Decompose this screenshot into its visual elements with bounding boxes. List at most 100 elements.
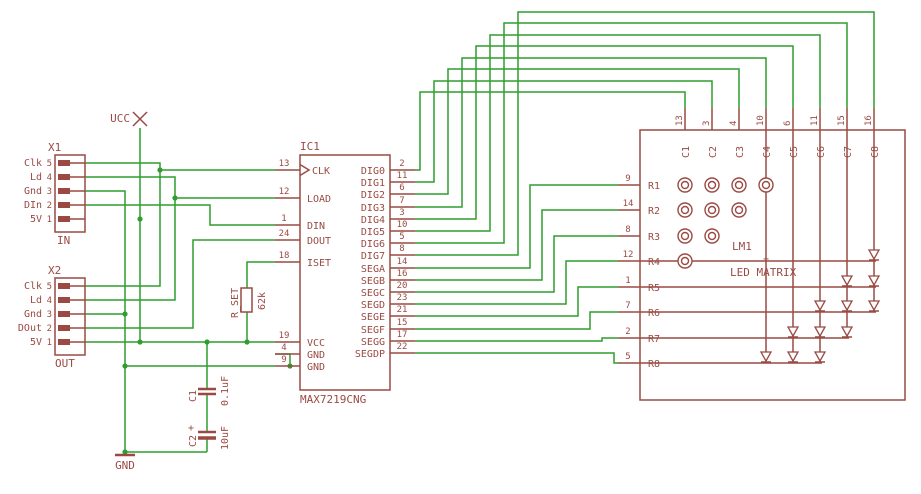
lm1-row-number: 7 (625, 301, 630, 311)
ic1-pin-number: 18 (279, 251, 290, 261)
junction-dot (122, 311, 128, 317)
lm1-col-number: 13 (675, 115, 685, 126)
ic1-left-pin-stubs (275, 169, 300, 367)
ic1-pin-number: 16 (397, 269, 408, 279)
net-sege (415, 286, 618, 317)
net-segdp (415, 352, 618, 364)
lm1-col-number: 16 (864, 115, 874, 126)
net-dout (85, 239, 275, 329)
ic1-pin-name: DOUT (307, 236, 331, 247)
led-diode-triangles (759, 249, 881, 363)
ic1-pin-number: 2 (399, 159, 404, 169)
ic1-outline (299, 154, 391, 391)
x1-pin-number: 4 (47, 173, 52, 183)
x1-pin-number: 3 (47, 187, 52, 197)
ic1-pin-name: ISET (307, 258, 331, 269)
pin-pad (58, 311, 70, 317)
ic1-ref: IC1 (300, 140, 320, 153)
lm1-row-name: R7 (648, 334, 660, 345)
x2-pads (58, 283, 70, 345)
ic1-pin-name: CLK (312, 166, 330, 177)
pad-circle (707, 180, 717, 190)
lm1-row-number: 12 (623, 250, 634, 260)
c1-value: 0.1uF (220, 376, 231, 406)
ic1-pin-name: SEGE (361, 312, 385, 323)
ic1-pin-name: DIN (307, 221, 325, 232)
x2-ref: X2 (48, 264, 61, 277)
ic1-pin-number: 11 (397, 171, 408, 181)
junction-dot (122, 449, 128, 455)
ic1-pin-number: 4 (281, 343, 286, 353)
lm1-col-name: C7 (843, 146, 854, 158)
ic1-pin-name: SEGD (361, 300, 385, 311)
pin-pad (58, 283, 70, 289)
x1-caption: IN (57, 234, 70, 247)
x2-pin-label: Gnd (24, 309, 42, 320)
ic1-part: MAX7219CNG (300, 393, 366, 406)
ic1-pin-number: 1 (281, 214, 286, 224)
junction-dots (122, 167, 293, 455)
x2-pin-number: 1 (47, 338, 52, 348)
junction-dot (204, 339, 210, 345)
pad-circle (680, 256, 690, 266)
pad-circle (734, 205, 744, 215)
ic1-pin-name: SEGA (361, 264, 385, 275)
lm1-row-pin-stubs (618, 184, 640, 364)
x1-pin-number: 1 (47, 215, 52, 225)
net-dig1 (415, 80, 713, 183)
rset-resistor-body (240, 287, 253, 313)
ic1-pin-number: 21 (397, 305, 408, 315)
pin-pad (58, 160, 70, 166)
lm1-matrix-outline (639, 129, 906, 401)
lm1-row-name: R3 (648, 232, 660, 243)
c1-name: C1 (188, 390, 199, 402)
net-dig5 (415, 34, 821, 232)
ic1-pin-number: 6 (399, 183, 404, 193)
ic1-pin-number: 3 (399, 208, 404, 218)
ic1-pin-number: 22 (397, 342, 408, 352)
x1-pin-label: Clk (24, 158, 42, 169)
pin-pad (58, 202, 70, 208)
ic1-pin-number: 7 (399, 196, 404, 206)
lm1-row-number: 1 (625, 276, 630, 286)
lm1-row-number: 9 (625, 174, 630, 184)
ic1-pin-name: SEGDP (355, 349, 385, 360)
lm1-col-name: C4 (762, 146, 773, 158)
x1-pin-number: 5 (47, 159, 52, 169)
lm1-col-name: C1 (681, 146, 692, 158)
pad-circle (707, 205, 717, 215)
pin-pad (58, 188, 70, 194)
junction-dot (244, 339, 250, 345)
junction-dot (137, 339, 143, 345)
net-segd (415, 260, 618, 305)
lm1-col-number: 6 (783, 121, 793, 126)
net-sega (415, 184, 618, 269)
pin-pad (58, 216, 70, 222)
x1-pin-label: Gnd (24, 186, 42, 197)
net-gnd (85, 190, 291, 454)
pad-circle (734, 180, 744, 190)
pin-pad (58, 297, 70, 303)
labels: UCC GND X1 IN Clk Ld Gnd DIn 5V 5 4 3 2 … (18, 112, 881, 472)
lm1-ref: LM1 (732, 240, 752, 253)
lm1-row-number: 5 (625, 352, 630, 362)
ic1-right-pin-stubs (390, 169, 415, 354)
lm1-origin-mark: + (763, 254, 769, 265)
x1-pads (58, 160, 70, 222)
ic1-pin-name: GND (307, 362, 325, 373)
ic1-pin-number: 13 (279, 159, 290, 169)
ic1-pin-name: DIG0 (361, 166, 385, 177)
ic1-pin-name: LOAD (307, 194, 331, 205)
c1-capacitor-plates (198, 387, 216, 396)
pad-circle (680, 180, 690, 190)
lm1-row-name: R6 (648, 308, 660, 319)
net-dig3 (415, 57, 767, 208)
net-segb (415, 209, 618, 281)
ic1-pin-name: SEGB (361, 276, 385, 287)
led-diode-cathode-bars (761, 259, 879, 363)
ic1-pin-name: DIG5 (361, 227, 385, 238)
lm1-row-name: R5 (648, 283, 660, 294)
ic1-pin-number: 24 (279, 229, 290, 239)
junction-dot (122, 363, 128, 369)
